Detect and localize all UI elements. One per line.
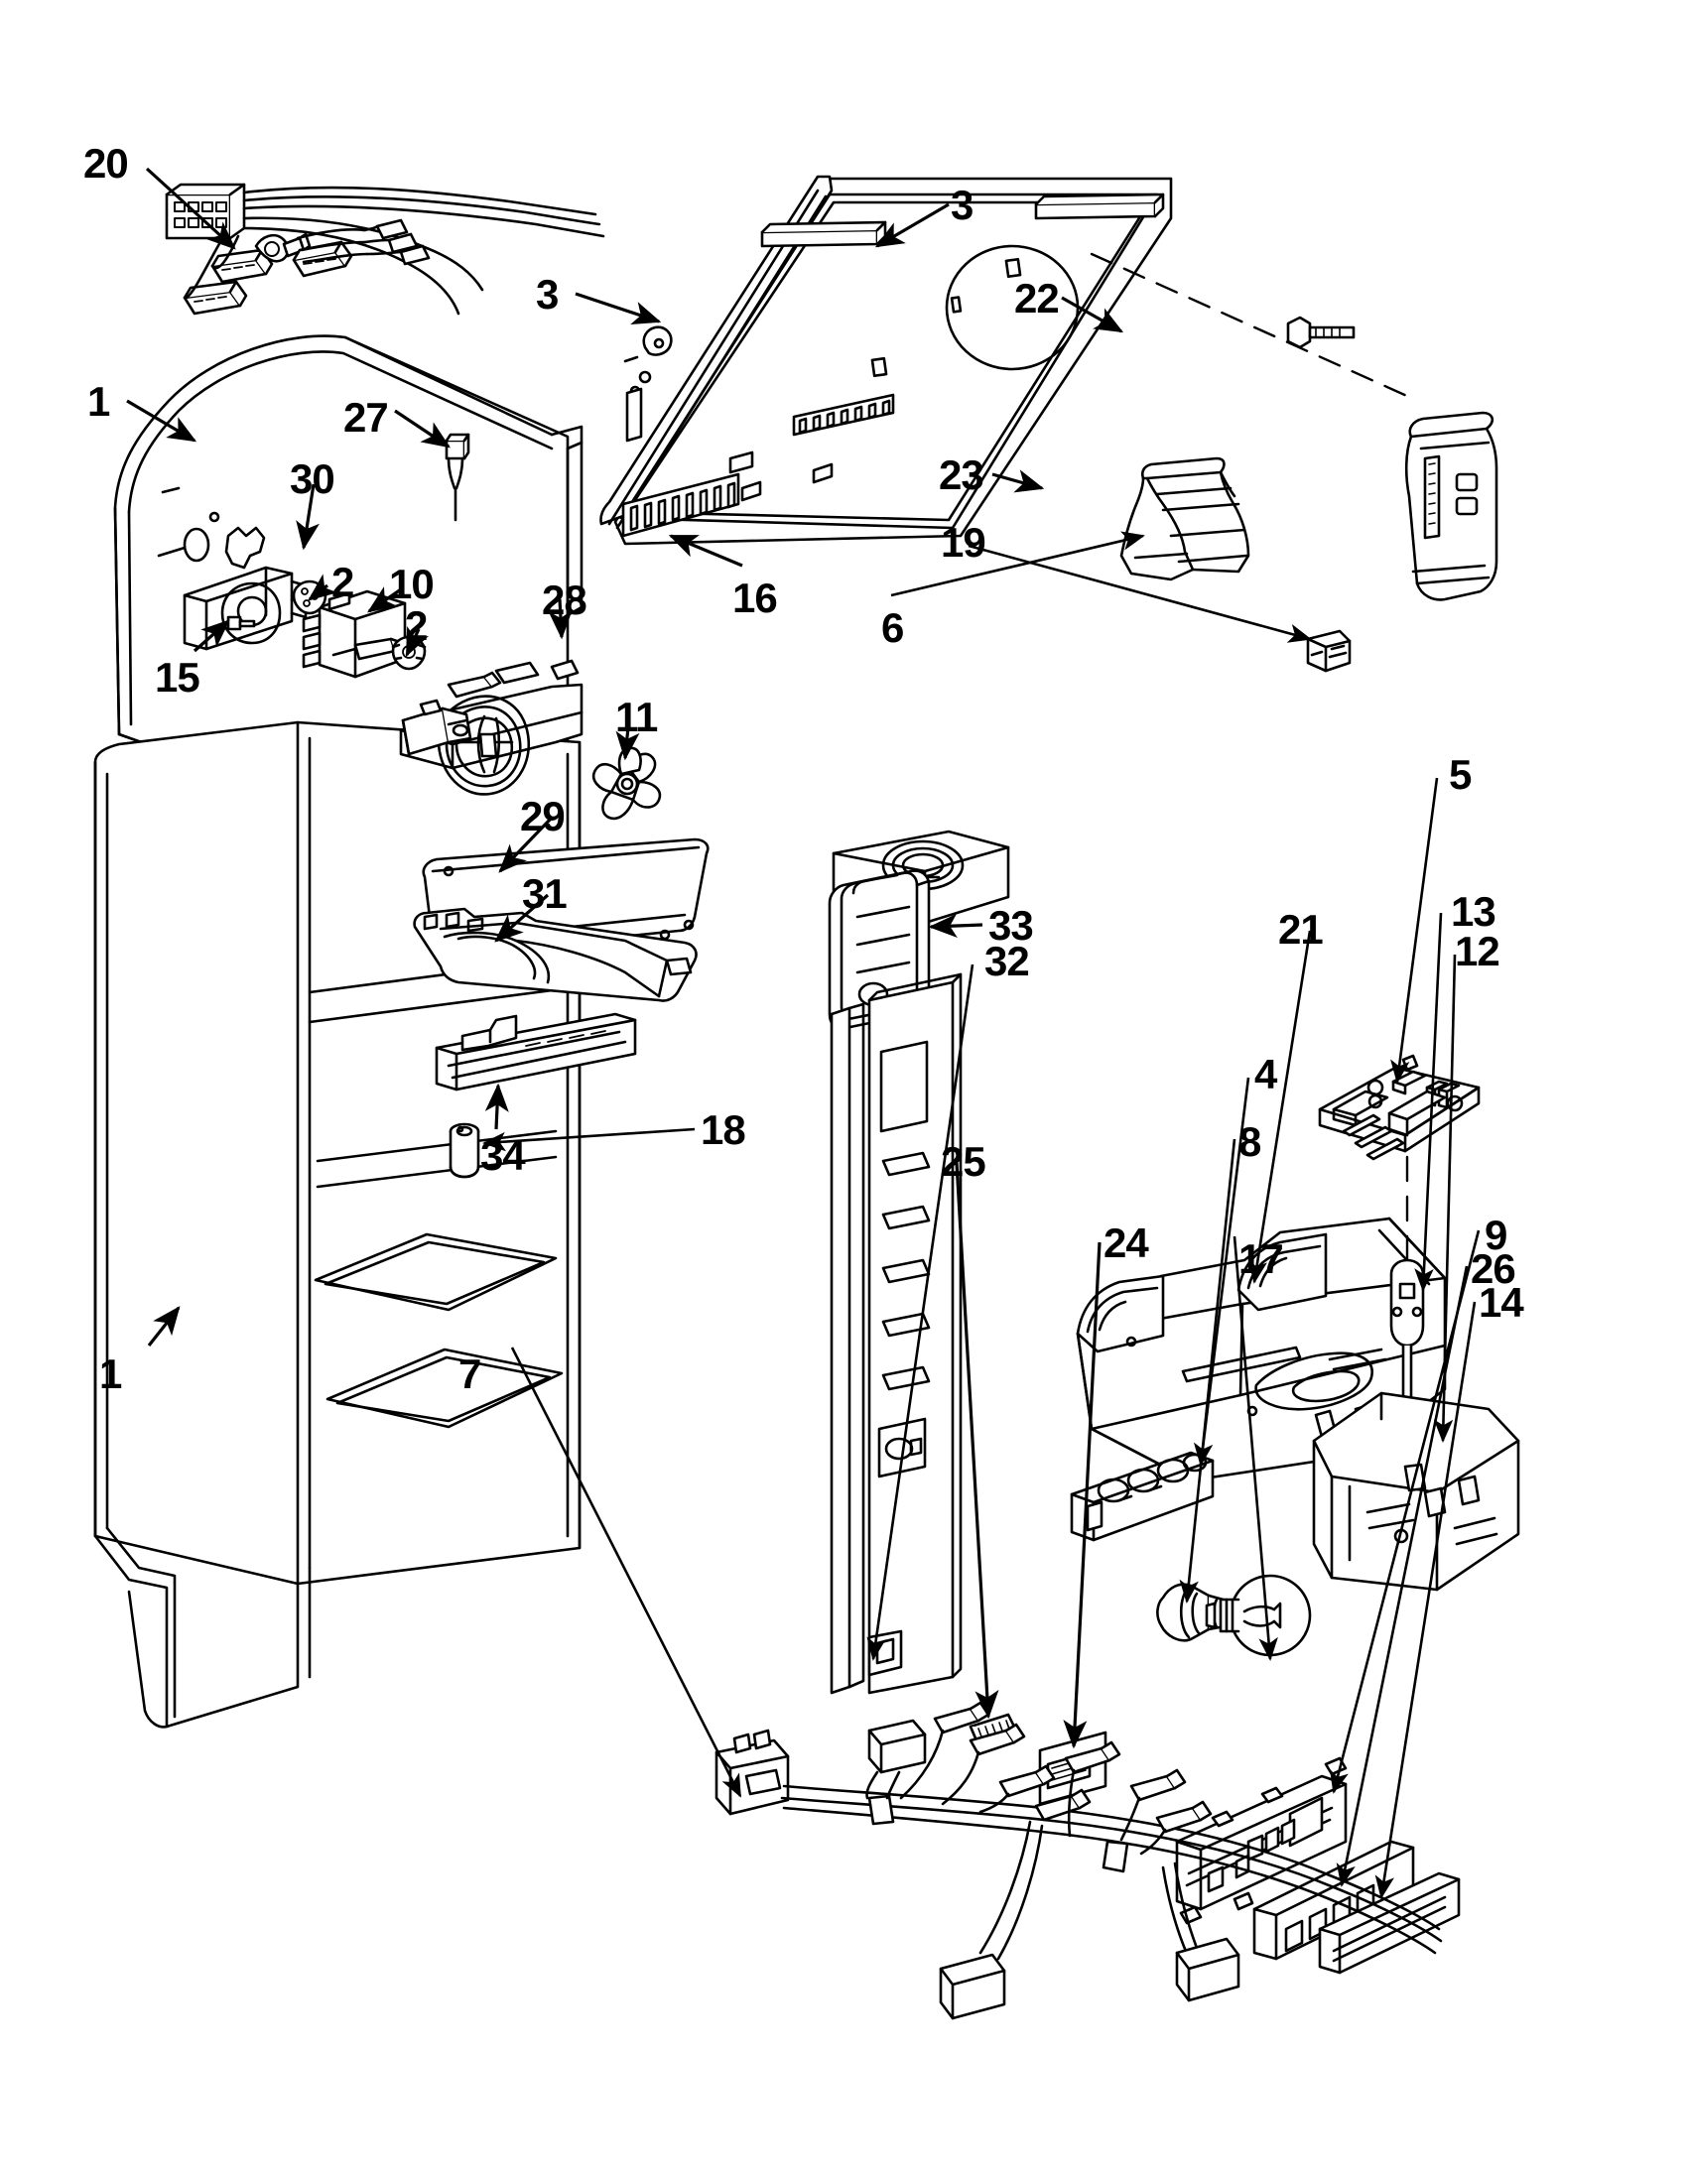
part-5-control-board [1318,1054,1481,1161]
callout-5: 5 [1449,751,1472,798]
callout-12: 12 [1455,928,1500,974]
callout-3-front: 3 [536,271,559,318]
leader-8 [1179,1138,1236,1604]
leader-1-top [126,399,197,443]
leader-17 [1233,1235,1278,1661]
leader-2-upper [308,574,338,601]
part-19-clip [1306,629,1352,673]
callout-32: 32 [984,938,1030,984]
callout-16: 16 [732,575,778,621]
callout-17: 17 [1238,1235,1284,1282]
callout-22: 22 [1014,275,1060,321]
callout-9: 9 [1485,1212,1507,1258]
part-23-air-tower [1404,411,1498,601]
part-18-bushing [449,1122,480,1179]
leader-14 [1374,1301,1477,1899]
callout-30: 30 [290,455,335,502]
leader-29 [498,816,554,873]
leader-3-rear [874,202,950,248]
callout-3-rear: 3 [951,182,974,228]
callout-10: 10 [389,561,435,607]
callout-33: 33 [988,902,1034,949]
part-14-trim-insert [1318,1871,1461,1975]
leader-2-lower [405,626,429,658]
callout-26: 26 [1471,1245,1516,1292]
callout-27: 27 [343,394,389,441]
leader-18 [482,1127,696,1152]
callout-8: 8 [1238,1118,1261,1165]
callout-1-bottom: 1 [99,1350,122,1397]
callout-23: 23 [939,451,984,498]
leader-34 [484,1083,509,1130]
leader-23 [991,469,1045,493]
callout-11: 11 [615,694,658,740]
leader-7 [510,1347,742,1798]
part-22-screw [1286,316,1356,349]
leader-31 [494,893,550,943]
leader-30 [296,483,320,551]
leader-21 [1247,930,1312,1284]
leader-5 [1390,777,1439,1084]
callout-20: 20 [83,140,129,187]
callout-28: 28 [542,577,587,623]
callout-19: 19 [941,519,986,566]
leader-32 [866,964,974,1661]
callout-25: 25 [941,1138,986,1185]
leader-25 [955,1162,999,1720]
callout-18: 18 [701,1106,746,1153]
callout-24: 24 [1104,1220,1149,1266]
callout-1-top: 1 [87,378,110,425]
callout-14: 14 [1479,1279,1524,1326]
callout-34: 34 [480,1132,526,1179]
leader-10 [367,586,402,613]
part-17-light-bulb [1205,1574,1312,1657]
leader-22 [1061,296,1124,333]
callout-13: 13 [1451,888,1496,935]
part-28-fan-housing [399,659,584,796]
leader-24 [1063,1241,1102,1749]
leader-27 [394,409,451,449]
callout-15: 15 [155,654,200,701]
part-9-control-panel [1175,1756,1348,1925]
part-20-wire-harness [165,183,605,316]
part-4-switch-board [1070,1451,1215,1542]
callout-2-upper: 2 [331,559,354,605]
callout-29: 29 [520,793,566,839]
leader-33 [928,913,983,938]
part-6-air-duct [1119,456,1250,581]
part-31-light-socket [413,907,698,1002]
leader-1-bottom [147,1306,181,1347]
callout-21: 21 [1278,906,1324,953]
callout-31: 31 [522,870,568,917]
part-12-base-pan [1312,1391,1520,1592]
part-16-rear-panel [599,175,1411,546]
callout-7: 7 [458,1350,481,1397]
leader-11 [615,715,640,761]
leader-3-front [575,292,662,325]
leader-26 [1336,1265,1469,1887]
callout-4: 4 [1254,1051,1277,1097]
callout-2-lower: 2 [405,602,428,649]
part-7-lower-harness [714,1701,1443,2020]
leader-16 [668,534,743,568]
callout-6: 6 [881,604,904,651]
leader-6 [890,531,1145,597]
leader-19 [968,544,1312,643]
leader-28 [548,598,573,640]
leader-13 [1414,912,1443,1292]
leader-20 [145,167,236,250]
leader-15 [193,619,230,653]
part-33-dispenser-housing [828,830,1010,1030]
part-27-thermistor-probe [445,433,470,522]
part-34-shelf-rail [435,1012,637,1092]
